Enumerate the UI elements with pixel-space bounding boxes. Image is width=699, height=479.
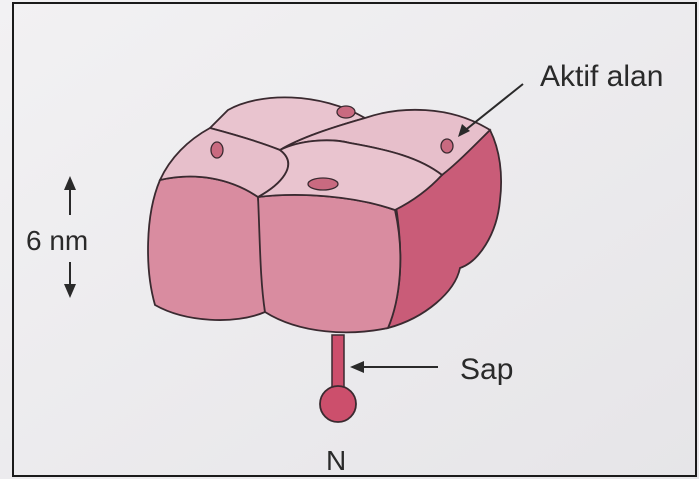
active-site-spot bbox=[308, 178, 338, 190]
height-label: 6 nm bbox=[26, 225, 88, 256]
active-site-label: Aktif alan bbox=[540, 60, 663, 93]
front-left-lobe bbox=[148, 177, 265, 321]
front-right-lobe bbox=[258, 195, 400, 332]
n-terminus-label: N bbox=[326, 445, 346, 476]
n-terminal-ball bbox=[320, 386, 356, 422]
active-site-spot bbox=[441, 139, 453, 153]
active-site-spot bbox=[211, 142, 223, 158]
active-site-spot bbox=[337, 106, 355, 118]
stalk-label: Sap bbox=[460, 353, 513, 386]
